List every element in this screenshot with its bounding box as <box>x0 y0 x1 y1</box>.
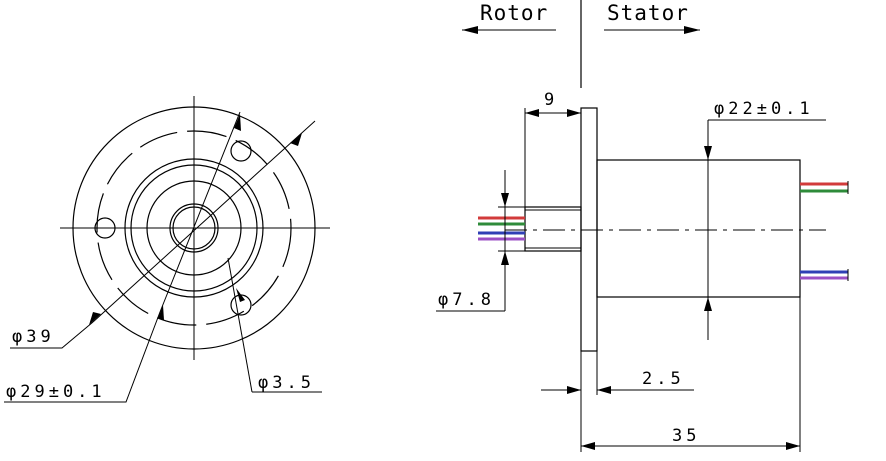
rotor-shaft <box>524 206 582 252</box>
stator-heading: Stator <box>607 1 689 25</box>
mounting-hole-left <box>94 217 116 239</box>
total-length-label: 35 <box>672 426 700 446</box>
hub-circle <box>146 180 242 276</box>
stator-body <box>596 159 801 298</box>
shaft-circle-outer <box>169 203 219 253</box>
hole-diameter-label: φ3.5 <box>258 373 315 393</box>
body-circle-inner <box>130 164 258 292</box>
arrowhead <box>704 146 712 160</box>
pitch-circle <box>96 130 292 326</box>
arrowhead <box>567 109 581 117</box>
arrowhead <box>597 386 611 394</box>
arrowhead <box>158 305 164 320</box>
arrowhead <box>704 297 712 311</box>
arrowhead <box>290 133 302 146</box>
arrowhead <box>236 288 245 302</box>
rotor-heading: Rotor <box>480 1 548 25</box>
body-circle-outer <box>124 158 264 298</box>
leader-outer-diameter-tail <box>10 321 94 349</box>
shaft-diameter-label: φ7.8 <box>438 290 495 310</box>
rotor-length-label: 9 <box>544 90 558 110</box>
arrowhead <box>525 109 539 117</box>
leader-hole-diameter <box>227 257 253 393</box>
leader-pitch-diameter-tail <box>4 311 161 403</box>
stator-arrowhead <box>684 26 700 34</box>
arrowhead <box>501 251 509 265</box>
outer-diameter-label: φ39 <box>12 327 55 347</box>
pitch-diameter-label: φ29±0.1 <box>6 382 106 402</box>
outer-flange-circle <box>72 106 316 350</box>
arrowhead <box>567 386 581 394</box>
arrowhead <box>234 114 241 131</box>
arrowhead <box>581 442 595 450</box>
leader-outer-diameter <box>92 120 316 323</box>
flange-thickness-label: 2.5 <box>642 369 685 389</box>
shaft-circle-inner <box>172 206 216 250</box>
arrowhead <box>501 193 509 207</box>
arrowhead <box>89 312 101 325</box>
arrowhead <box>786 442 800 450</box>
leader-pitch-diameter <box>159 111 241 313</box>
front-view: φ39 φ29±0.1 φ3.5 <box>4 96 330 403</box>
side-view: Rotor Stator 9 <box>436 0 849 452</box>
rotor-arrowhead <box>462 26 478 34</box>
body-diameter-label: φ22±0.1 <box>714 99 814 119</box>
mounting-hole-top <box>230 140 252 162</box>
